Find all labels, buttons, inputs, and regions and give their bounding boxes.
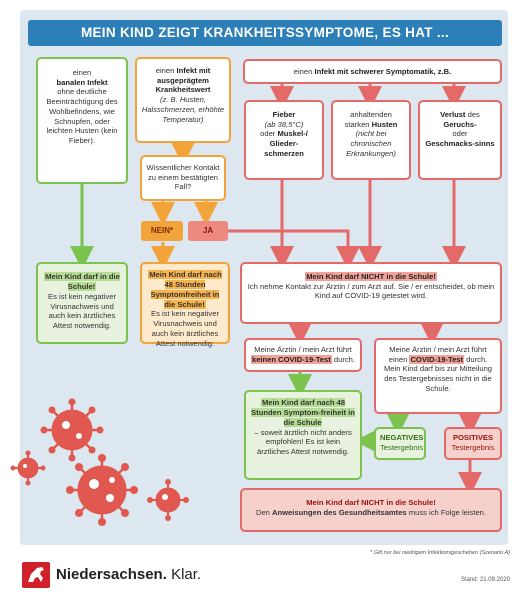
mild-infection-box: einen banalen Infekt ohne deutliche Beei…	[36, 57, 128, 184]
severe-infection-box: einen Infekt mit schwerer Symptomatik, z…	[243, 59, 502, 84]
virus-illustration	[10, 398, 189, 526]
date-stamp: Stand: 21.09.2020	[460, 577, 510, 583]
positive-result-badge: POSITIVES Testergebnis	[444, 427, 502, 460]
lower-saxony-horse-logo	[22, 562, 50, 588]
cough-box: anhaltenden starken Husten (nicht bei ch…	[331, 100, 411, 180]
negative-result-badge: NEGATIVES Testergebnis	[374, 427, 426, 460]
wait-48h-result: Mein Kind darf nach 48 Stunden Symptomfr…	[140, 262, 230, 348]
after-48h-result: Mein Kind darf nach 48 Stunden Symptom-f…	[244, 390, 362, 480]
answer-yes-badge: JA	[188, 221, 228, 241]
fever-box: Fieber (ab 38,5°C) oder Muskel-/ Glieder…	[244, 100, 324, 180]
page-title: MEIN KIND ZEIGT KRANKHEITSSYMPTOME, ES H…	[28, 20, 502, 46]
footnote: * Gilt nur bei niedrigem Infektionsgesch…	[370, 550, 510, 556]
contact-question-box: Wissentlicher Kontakt zu einem bestätigt…	[140, 155, 226, 201]
brand-wordmark: Niedersachsen. Klar.	[56, 566, 202, 583]
not-school-box: Mein Kind darf NICHT in die Schule! Ich …	[240, 262, 502, 324]
test-box: Meine Ärztin / mein Arzt führt einen COV…	[374, 338, 502, 414]
no-test-box: Meine Ärztin / mein Arzt führt keinen CO…	[244, 338, 362, 372]
smell-loss-box: Verlust des Geruchs- oder Geschmacks-sin…	[418, 100, 502, 180]
final-not-school-result: Mein Kind darf NICHT in die Schule! Den …	[240, 488, 502, 532]
answer-no-badge: NEIN*	[141, 221, 183, 241]
school-ok-result: Mein Kind darf in die Schule! Es ist kei…	[36, 262, 128, 344]
marked-infection-box: einen Infekt mit ausgeprägtem Krankheits…	[135, 57, 231, 143]
